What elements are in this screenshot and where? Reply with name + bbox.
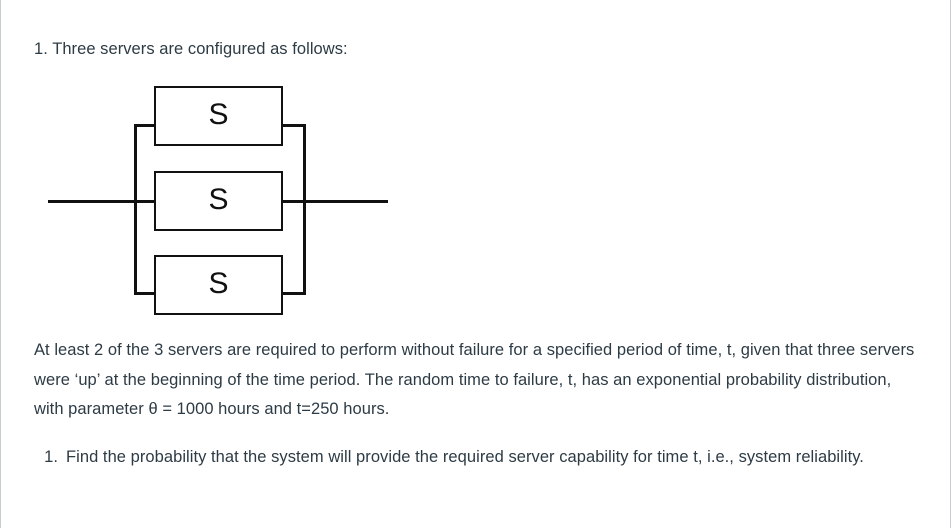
subquestion-list: 1. Find the probability that the system … bbox=[40, 443, 920, 472]
left-vertical-rail bbox=[134, 124, 137, 295]
server-block-middle: S bbox=[154, 171, 283, 231]
question-content: 1. Three servers are configured as follo… bbox=[12, 0, 940, 528]
top-branch-right-stub bbox=[281, 124, 305, 127]
question-intro-text: 1. Three servers are configured as follo… bbox=[34, 40, 348, 58]
output-lead-wire bbox=[303, 200, 388, 203]
middle-branch-right-stub bbox=[281, 200, 305, 203]
middle-branch-left-stub bbox=[134, 200, 156, 203]
server-block-bottom: S bbox=[154, 255, 283, 315]
input-lead-wire bbox=[48, 200, 136, 203]
question-body-paragraph: At least 2 of the 3 servers are required… bbox=[34, 341, 915, 418]
right-vertical-rail bbox=[303, 124, 306, 295]
server-block-top-label: S bbox=[208, 97, 229, 131]
subquestion-text: Find the probability that the system wil… bbox=[66, 448, 864, 466]
server-block-top: S bbox=[154, 86, 283, 146]
bottom-branch-right-stub bbox=[281, 292, 305, 295]
subquestion-marker: 1. bbox=[44, 448, 58, 466]
server-block-middle-label: S bbox=[208, 182, 229, 216]
top-branch-left-stub bbox=[134, 124, 156, 127]
reliability-block-diagram: S S S bbox=[12, 70, 432, 330]
server-block-bottom-label: S bbox=[208, 266, 229, 300]
bottom-branch-left-stub bbox=[134, 292, 156, 295]
subquestion-item: 1. Find the probability that the system … bbox=[40, 443, 920, 472]
